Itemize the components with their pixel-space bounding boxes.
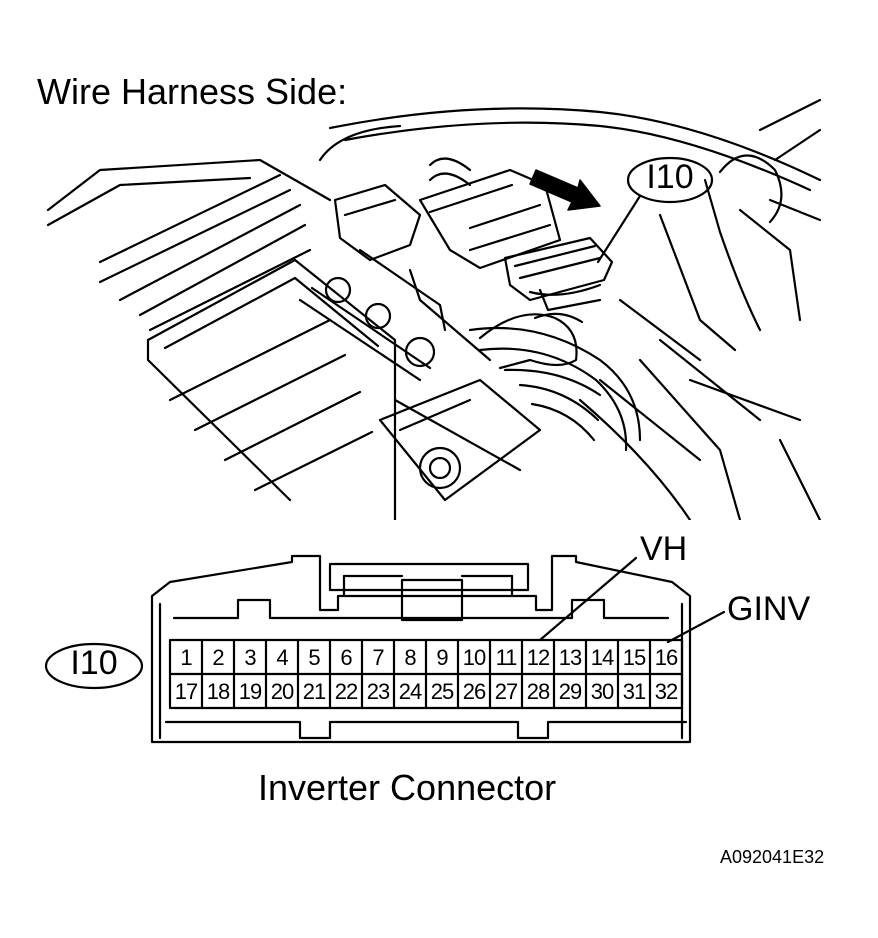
pin-24: 24	[398, 679, 422, 704]
callout-ellipse-top	[626, 156, 714, 204]
pin-17: 17	[174, 679, 198, 704]
pin-28: 28	[526, 679, 550, 704]
inverter-connector-caption: Inverter Connector	[258, 767, 557, 808]
pin-18: 18	[206, 679, 230, 704]
callout-leader-top	[596, 194, 642, 264]
pin-1: 1	[180, 645, 192, 670]
pin-14: 14	[590, 645, 614, 670]
pin-25: 25	[430, 679, 454, 704]
ginv-terminal-label: GINV	[727, 590, 811, 628]
pin-20: 20	[270, 679, 294, 704]
pin-3: 3	[244, 645, 256, 670]
pin-15: 15	[622, 645, 646, 670]
pin-6: 6	[340, 645, 352, 670]
pin-19: 19	[238, 679, 262, 704]
pin-13: 13	[558, 645, 582, 670]
pin-4: 4	[276, 645, 288, 670]
pin-21: 21	[302, 679, 326, 704]
figure-code: A092041E32	[720, 847, 825, 867]
pin-32: 32	[654, 679, 678, 704]
pin-31: 31	[622, 679, 646, 704]
pin-2: 2	[212, 645, 224, 670]
pin-29: 29	[558, 679, 582, 704]
vh-leader-line	[538, 556, 638, 642]
pin-8: 8	[404, 645, 416, 670]
pin-5: 5	[308, 645, 320, 670]
pin-23: 23	[366, 679, 390, 704]
pin-grid	[200, 638, 652, 710]
pin-16: 16	[654, 645, 678, 670]
pin-26: 26	[462, 679, 486, 704]
callout-ellipse-left	[44, 642, 144, 690]
wire-harness-side-title: Wire Harness Side:	[37, 71, 348, 112]
pin-30: 30	[590, 679, 614, 704]
pin-12: 12	[526, 645, 550, 670]
direction-arrow-icon	[529, 169, 601, 211]
pin-10: 10	[462, 645, 486, 670]
connector-callout-top: I10	[646, 158, 694, 196]
pin-9: 9	[436, 645, 448, 670]
pin-27: 27	[494, 679, 518, 704]
ginv-leader-line	[666, 610, 726, 644]
pin-7: 7	[372, 645, 384, 670]
pin-11: 11	[495, 645, 518, 670]
vh-terminal-label: VH	[640, 530, 688, 568]
pin-22: 22	[334, 679, 358, 704]
connector-face	[150, 554, 692, 744]
connector-callout-left: I10	[70, 644, 118, 682]
engine-bay-illustration	[46, 98, 822, 522]
